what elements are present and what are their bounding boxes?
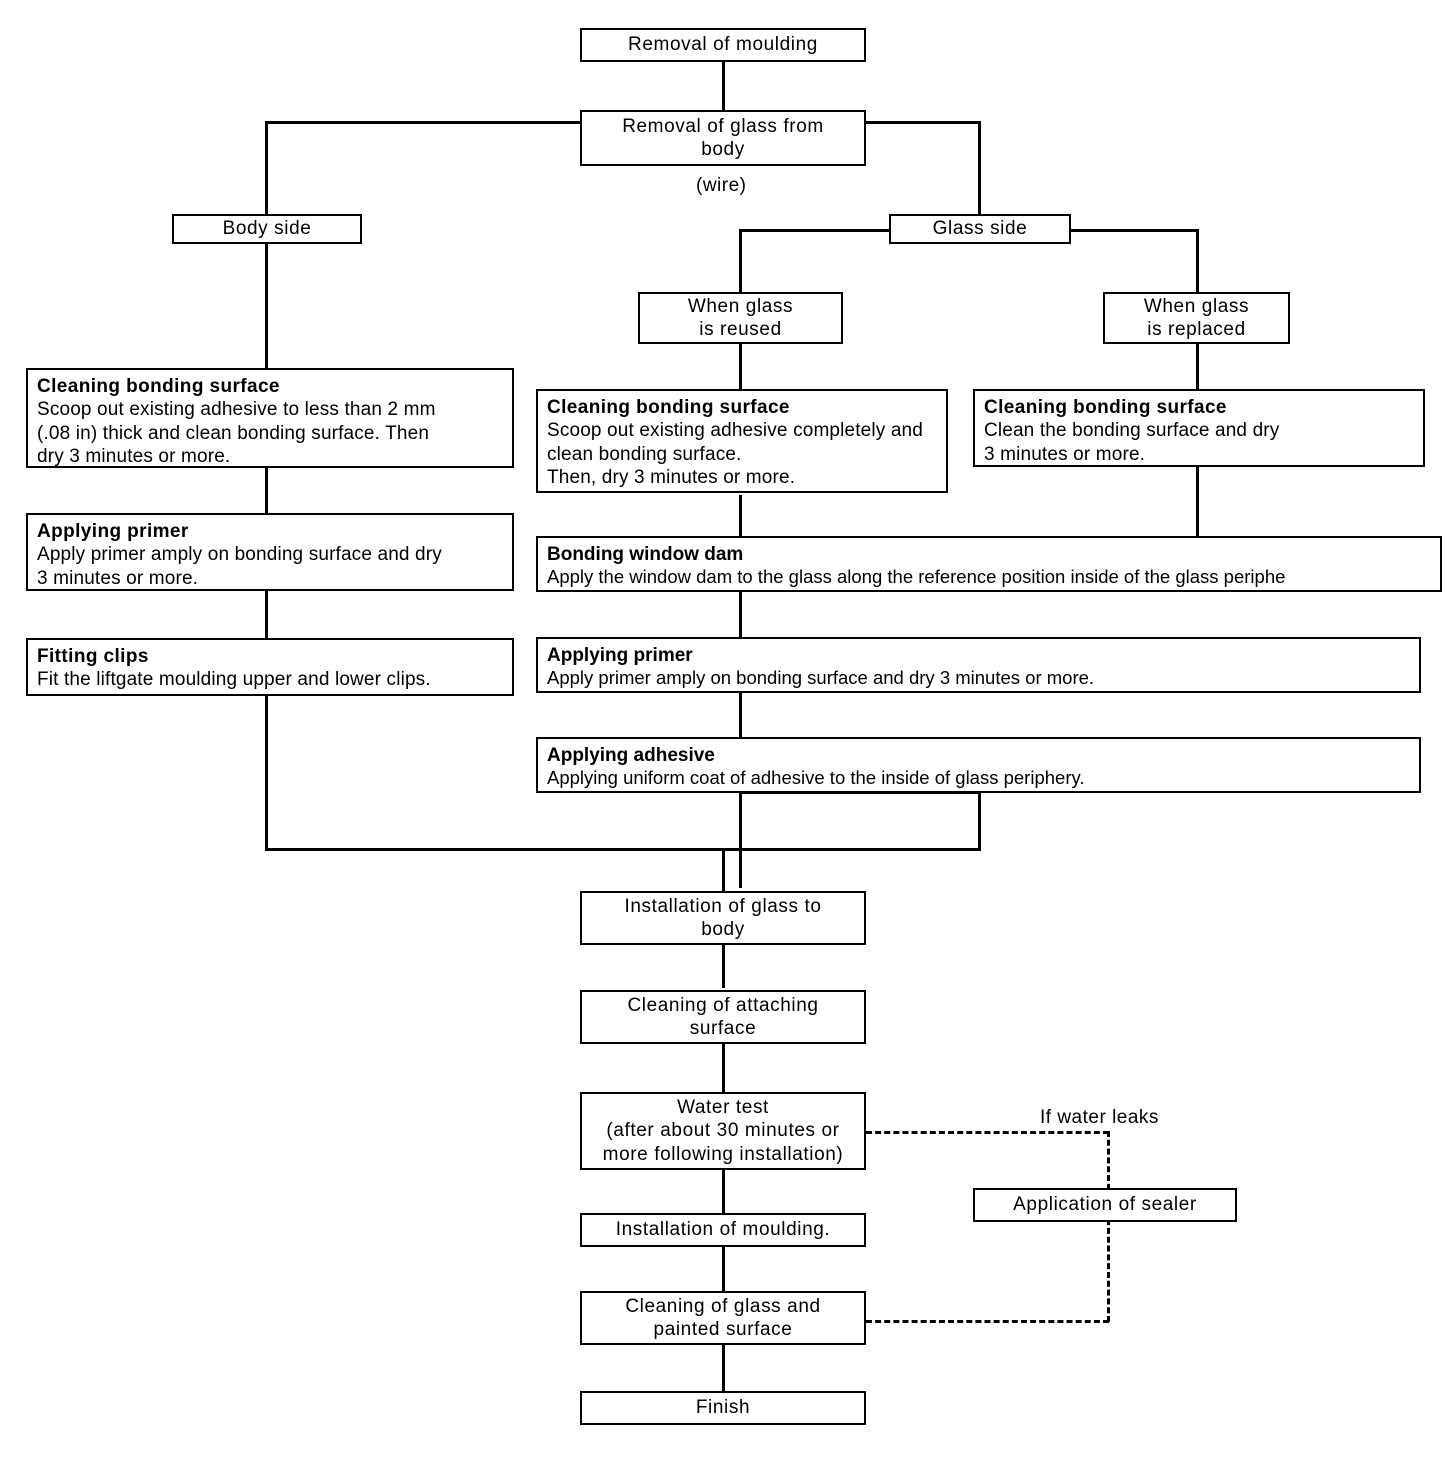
- node-label-line2: is reused: [699, 319, 782, 340]
- node-bonding-window-dam[interactable]: Bonding window dam Apply the window dam …: [536, 536, 1442, 592]
- node-installation-of-glass-to-body[interactable]: Installation of glass to body: [580, 891, 866, 945]
- connector-merge-right-vertical: [978, 793, 981, 851]
- connector-adhesive-down: [739, 793, 742, 888]
- node-body-text: Apply the window dam to the glass along …: [547, 566, 1286, 588]
- node-glass-applying-adhesive[interactable]: Applying adhesive Applying uniform coat …: [536, 737, 1421, 793]
- connector-cleanattach-to-watertest: [722, 1043, 725, 1093]
- node-body-text: Clean the bonding surface and dry 3 minu…: [984, 420, 1280, 465]
- connector-replaced-spine: [1196, 343, 1199, 389]
- node-body-text: Apply primer amply on bonding surface an…: [37, 544, 442, 589]
- node-label-line2: (after about 30 minutes or: [606, 1120, 840, 1142]
- node-body-side[interactable]: Body side: [172, 214, 362, 244]
- node-label-line2: body: [701, 919, 745, 940]
- node-cleaning-of-glass-and-painted-surface[interactable]: Cleaning of glass and painted surface: [580, 1291, 866, 1345]
- connector-cleanglass-to-finish: [722, 1345, 725, 1391]
- node-label-line1: Cleaning of attaching: [627, 994, 819, 1016]
- connector-moulding-to-removal: [722, 60, 725, 112]
- connector-removal-right-branch: [866, 121, 981, 124]
- node-reused-cleaning-bonding-surface[interactable]: Cleaning bonding surface Scoop out exist…: [536, 389, 948, 493]
- node-label-line1: Water test: [677, 1097, 769, 1119]
- dashed-watertest-to-sealer: [866, 1131, 1109, 1134]
- node-body-text: Scoop out existing adhesive to less than…: [37, 399, 436, 468]
- node-cleaning-of-attaching-surface[interactable]: Cleaning of attaching surface: [580, 990, 866, 1044]
- node-label: Body side: [222, 218, 312, 240]
- node-removal-of-glass-from-body[interactable]: Removal of glass from body: [580, 110, 866, 166]
- node-heading: Cleaning bonding surface: [984, 397, 1227, 418]
- node-label-line2: surface: [689, 1018, 757, 1039]
- node-installation-of-moulding[interactable]: Installation of moulding.: [580, 1213, 866, 1247]
- edge-label-if-water-leaks: If water leaks: [1038, 1107, 1161, 1129]
- connector-merge-horizontal: [265, 848, 981, 851]
- node-when-glass-is-reused[interactable]: When glass is reused: [638, 292, 843, 344]
- connector-reused-spine: [739, 343, 742, 389]
- node-heading: Applying adhesive: [547, 745, 715, 766]
- connector-to-install-glass: [722, 848, 725, 892]
- connector-installglass-to-cleanattach: [722, 943, 725, 988]
- connector-replaced-vertical: [1196, 229, 1199, 293]
- node-label: Removal of moulding: [628, 34, 818, 56]
- connector-glassside-left: [739, 229, 891, 232]
- node-removal-of-moulding[interactable]: Removal of moulding: [580, 28, 866, 62]
- connector-reused-to-dam: [739, 495, 742, 537]
- dashed-sealer-vertical: [1107, 1131, 1110, 1322]
- node-body-fitting-clips[interactable]: Fitting clips Fit the liftgate moulding …: [26, 638, 514, 696]
- node-label-line1: Installation of glass to: [624, 895, 822, 917]
- node-body-text: Fit the liftgate moulding upper and lowe…: [37, 669, 431, 691]
- node-body-text: Apply primer amply on bonding surface an…: [547, 667, 1095, 689]
- node-label-line2: is replaced: [1147, 319, 1246, 340]
- node-replaced-cleaning-bonding-surface[interactable]: Cleaning bonding surface Clean the bondi…: [973, 389, 1425, 467]
- node-when-glass-is-replaced[interactable]: When glass is replaced: [1103, 292, 1290, 344]
- node-label: Finish: [695, 1397, 751, 1419]
- node-label-line2: painted surface: [653, 1319, 793, 1340]
- connector-glassside-right: [1069, 229, 1199, 232]
- connector-replaced-to-dam: [1196, 467, 1199, 537]
- node-label-line2: body: [701, 139, 745, 160]
- dashed-sealer-to-cleanglass: [866, 1320, 1109, 1323]
- node-body-applying-primer[interactable]: Applying primer Apply primer amply on bo…: [26, 513, 514, 591]
- node-glass-applying-primer[interactable]: Applying primer Apply primer amply on bo…: [536, 637, 1421, 693]
- node-body-text: Scoop out existing adhesive completely a…: [547, 420, 923, 489]
- node-glass-side[interactable]: Glass side: [889, 214, 1071, 244]
- connector-right-branch-vertical: [978, 121, 981, 215]
- connector-removal-left-branch: [265, 121, 582, 124]
- node-body-cleaning-bonding-surface[interactable]: Cleaning bonding surface Scoop out exist…: [26, 368, 514, 468]
- node-heading: Cleaning bonding surface: [547, 397, 790, 418]
- node-label-line1: When glass: [687, 295, 794, 317]
- node-heading: Applying primer: [37, 521, 189, 542]
- node-application-of-sealer[interactable]: Application of sealer: [973, 1188, 1237, 1222]
- node-finish[interactable]: Finish: [580, 1391, 866, 1425]
- connector-dam-to-primer: [739, 592, 742, 638]
- node-label: Installation of moulding.: [615, 1219, 831, 1241]
- node-label-line3: more following installation): [602, 1143, 844, 1165]
- node-heading: Bonding window dam: [547, 544, 744, 565]
- connector-watertest-to-moulding: [722, 1168, 725, 1214]
- node-body-text: Applying uniform coat of adhesive to the…: [547, 767, 1085, 789]
- connector-primer-to-adhesive: [739, 693, 742, 739]
- node-label-line1: Removal of glass from: [622, 115, 824, 137]
- node-label-line1: When glass: [1143, 295, 1250, 317]
- connector-left-branch-vertical: [265, 121, 268, 215]
- note-wire: (wire): [694, 175, 749, 197]
- node-label-line1: Cleaning of glass and: [625, 1295, 821, 1317]
- node-label: Glass side: [932, 218, 1028, 240]
- connector-moulding-to-cleanglass: [722, 1246, 725, 1291]
- node-heading: Fitting clips: [37, 646, 149, 667]
- node-water-test[interactable]: Water test (after about 30 minutes or mo…: [580, 1092, 866, 1170]
- node-heading: Cleaning bonding surface: [37, 376, 280, 397]
- node-label: Application of sealer: [1013, 1194, 1197, 1216]
- connector-reused-vertical: [739, 229, 742, 293]
- node-heading: Applying primer: [547, 645, 693, 666]
